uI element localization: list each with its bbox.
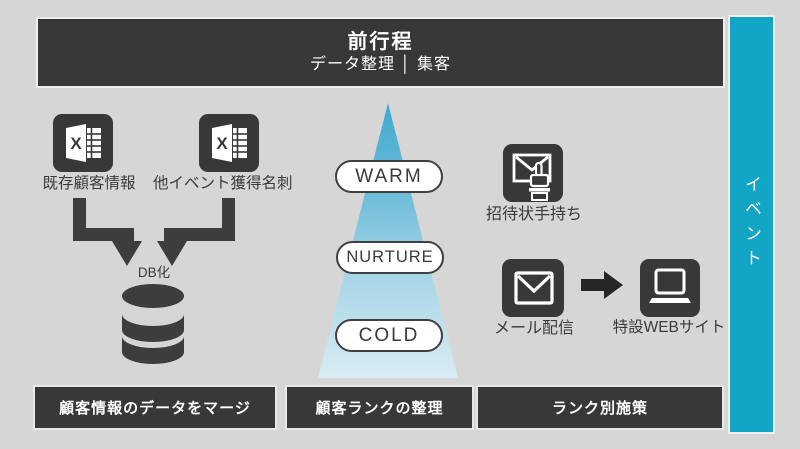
db-conversion-label: DB化 <box>137 265 171 280</box>
step-rank-bar: 顧客ランクの整理 <box>287 387 472 428</box>
funnel-stage-cold: COLD <box>335 319 443 352</box>
step-merge-bar: 顧客情報のデータをマージ <box>35 387 275 428</box>
laptop-icon-graphic <box>649 268 691 303</box>
funnel-stage-cold-label: COLD <box>358 324 420 346</box>
invitation-hand-icon <box>503 144 563 202</box>
excel-x-glyph: X <box>70 134 82 153</box>
website-label: 特設WEBサイト <box>612 319 726 336</box>
excel-icon: X <box>53 114 113 172</box>
page-title: 前行程 <box>347 30 414 53</box>
step-merge-label: 顧客情報のデータをマージ <box>59 400 251 417</box>
invitation-label: 招待状手持ち <box>485 206 582 223</box>
pre-process-header: 前行程 データ整理 │ 集客 <box>38 19 723 86</box>
funnel-stage-nurture-label: NURTURE <box>346 248 434 266</box>
event-sidebar-label: イベント <box>742 175 761 274</box>
invitation-hand-icon-graphic <box>512 153 552 201</box>
funnel-stage-warm-label: WARM <box>355 165 423 187</box>
step-rank-label: 顧客ランクの整理 <box>315 400 444 417</box>
excel-icon: X <box>199 114 259 172</box>
excel-icon-graphic: X <box>212 124 247 162</box>
page-subtitle: データ整理 │ 集客 <box>310 55 451 73</box>
step-measures-bar: ランク別施策 <box>478 387 722 428</box>
funnel-stage-nurture: NURTURE <box>336 241 444 274</box>
event-sidebar: イベント <box>730 17 773 432</box>
database-icon <box>122 284 184 364</box>
funnel-stage-warm: WARM <box>335 160 443 193</box>
existing-customers-label: 既存顧客情報 <box>42 175 136 192</box>
funnel-icon <box>318 103 458 378</box>
merge-arrows-icon <box>73 198 235 364</box>
mail-icon-graphic <box>514 271 554 305</box>
mail-icon <box>502 259 564 317</box>
right-arrow-icon <box>581 271 623 299</box>
excel-x-glyph: X <box>216 134 228 153</box>
other-event-cards-label: 他イベント獲得名刺 <box>153 175 293 192</box>
step-measures-label: ランク別施策 <box>551 400 648 417</box>
laptop-icon <box>640 259 700 317</box>
excel-icon-graphic: X <box>66 124 101 162</box>
mail-label: メール配信 <box>493 320 574 337</box>
